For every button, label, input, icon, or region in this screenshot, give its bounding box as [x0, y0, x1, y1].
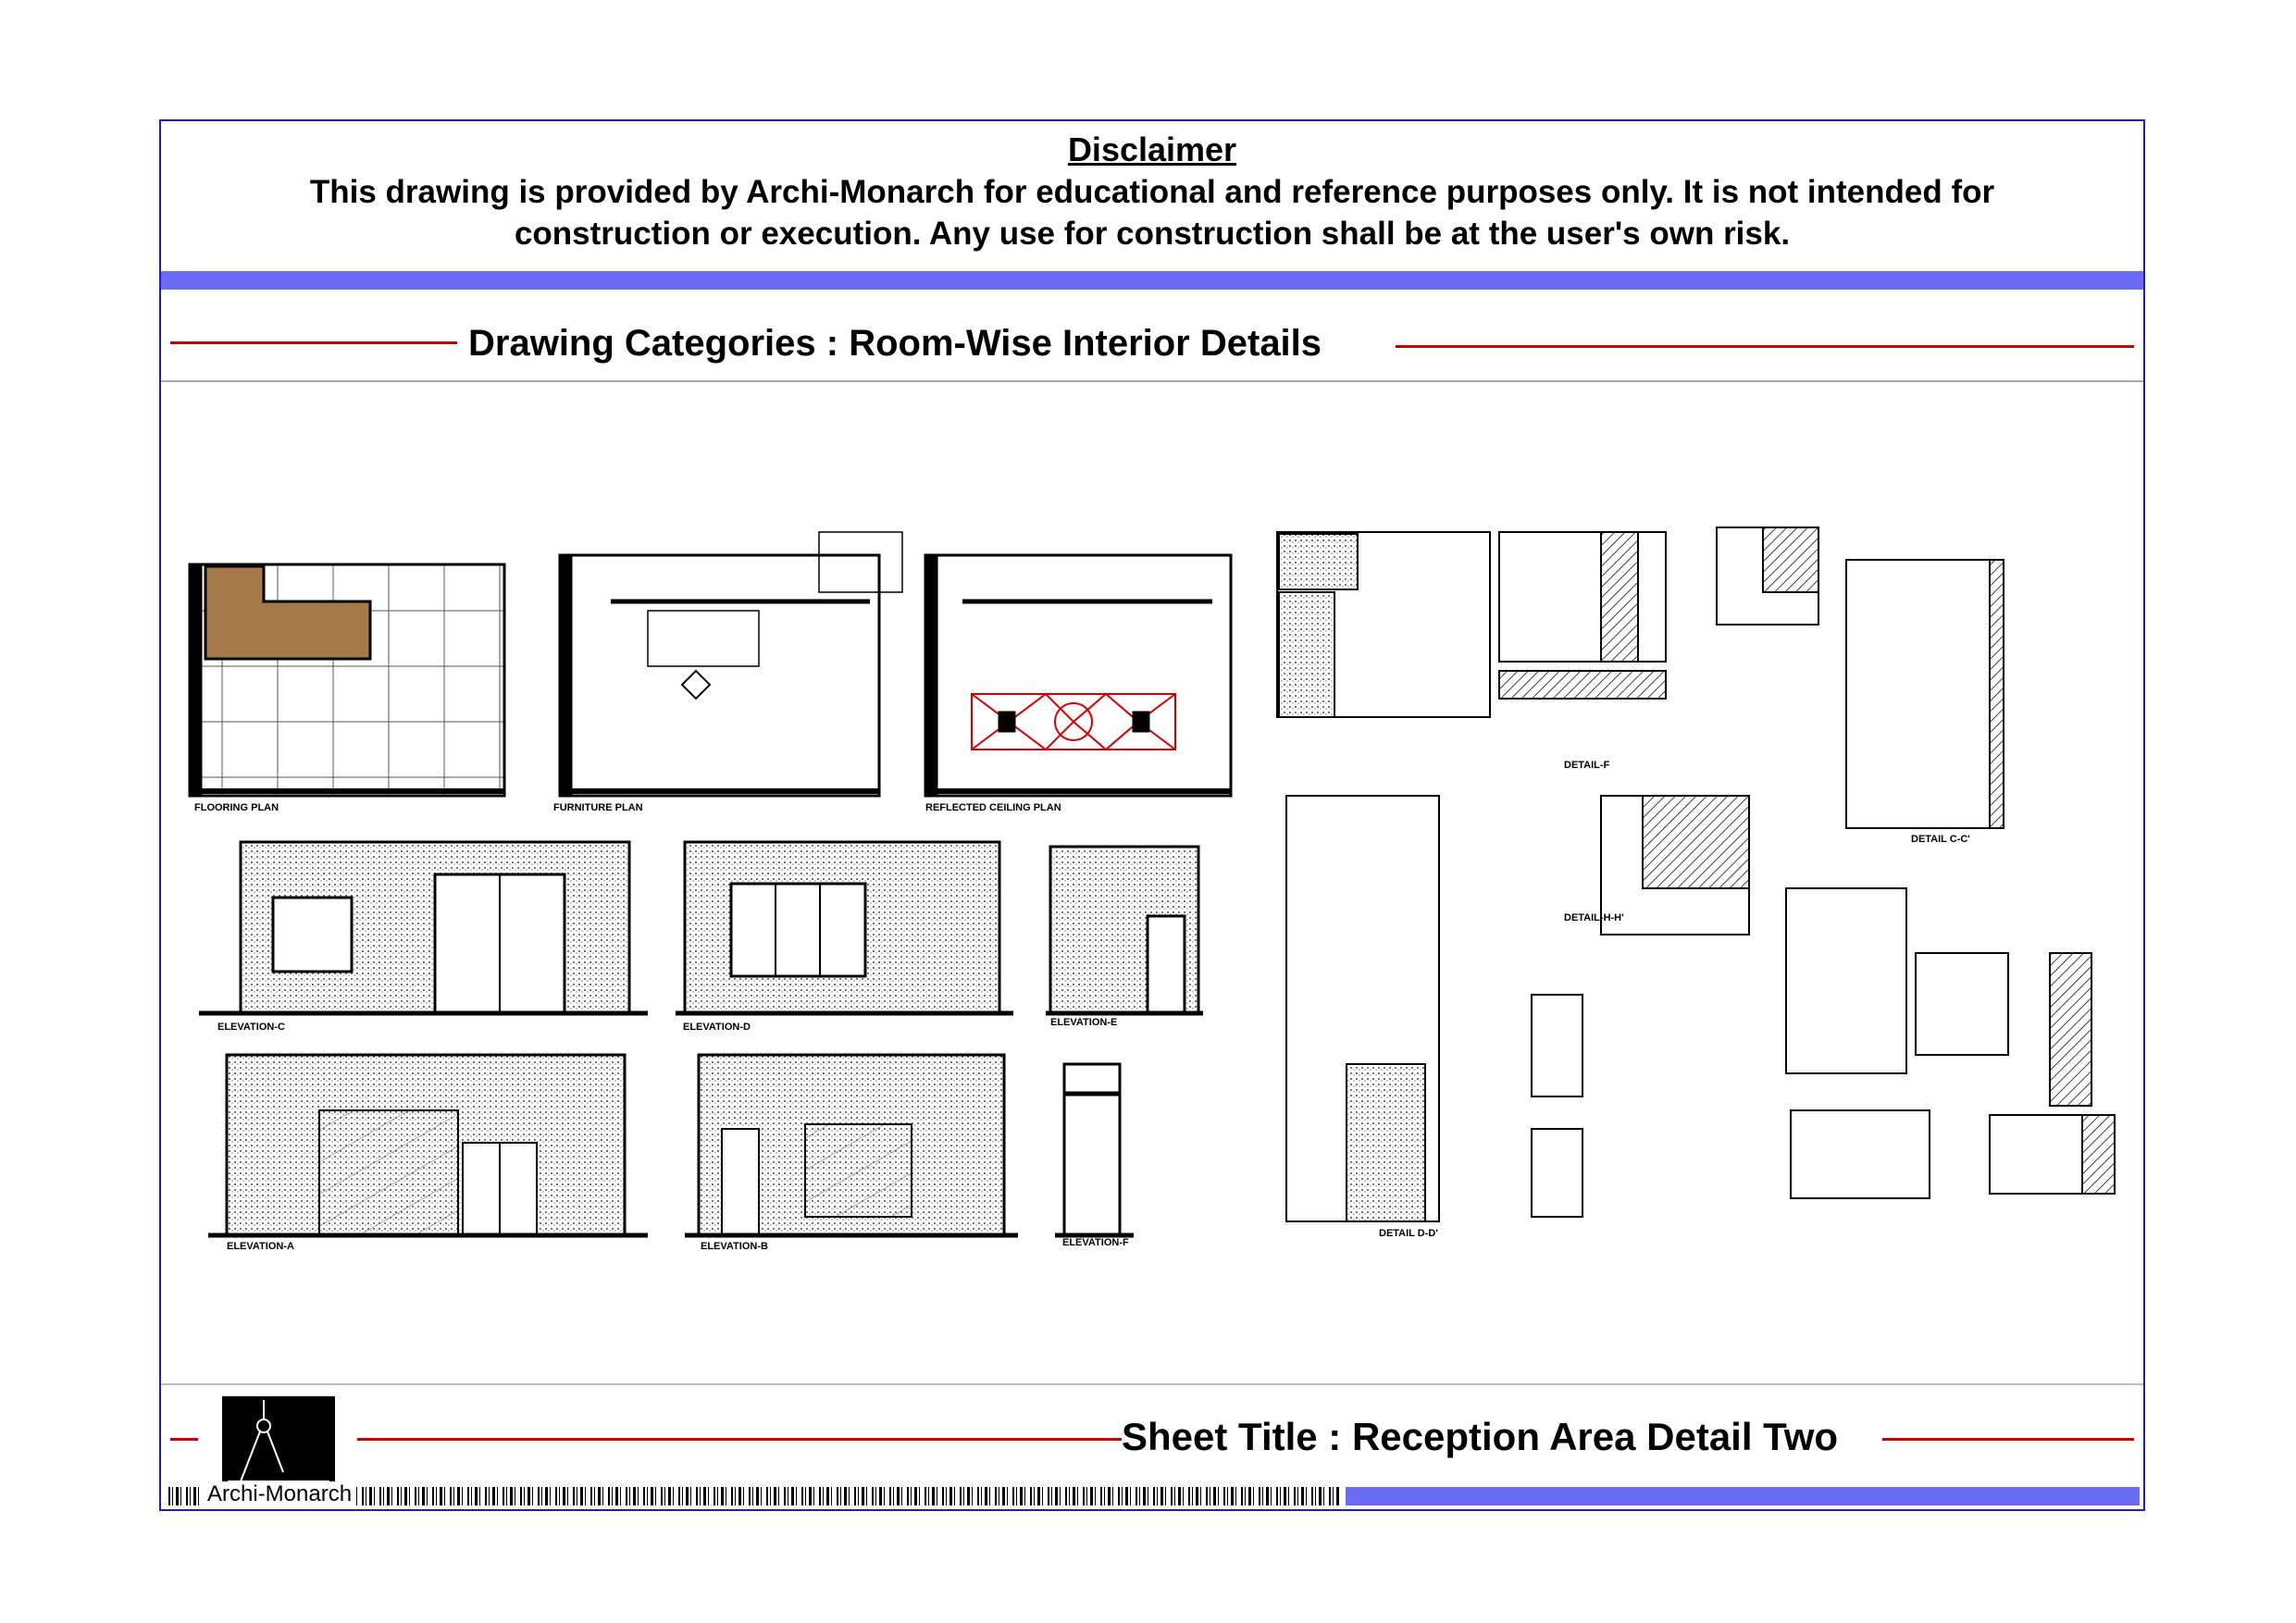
reflected-ceiling-plan-label: REFLECTED CEILING PLAN	[925, 802, 1061, 813]
barcode-strip	[168, 1487, 1340, 1505]
disclaimer-text: This drawing is provided by Archi-Monarc…	[309, 174, 1995, 252]
elevation-e-drawing	[1046, 845, 1203, 1016]
elevation-b-label: ELEVATION-B	[701, 1241, 768, 1252]
elevation-a-label: ELEVATION-A	[227, 1241, 294, 1252]
elevation-c-drawing	[199, 840, 648, 1016]
divider-line	[1396, 345, 2134, 348]
footer-separator	[161, 1383, 2143, 1385]
reflected-ceiling-plan-drawing	[924, 553, 1233, 798]
detail-ff-label: DETAIL-F	[1564, 760, 1610, 771]
footer-band	[1346, 1487, 2140, 1505]
elevation-d-label: ELEVATION-D	[683, 1022, 751, 1033]
elevation-d-drawing	[676, 840, 1013, 1016]
furniture-plan-label: FURNITURE PLAN	[553, 802, 643, 813]
divider-line	[170, 1438, 198, 1441]
detail-hh-label: DETAIL-H-H'	[1564, 912, 1624, 923]
flooring-plan-drawing	[188, 563, 506, 798]
detail-drawings	[1276, 527, 2116, 1222]
elevation-f-drawing	[1055, 1062, 1134, 1238]
brand-name: Archi-Monarch	[204, 1481, 356, 1507]
divider-line	[357, 1438, 1122, 1441]
detail-cc-label: DETAIL C-C'	[1911, 834, 1970, 845]
divider-line	[1882, 1438, 2134, 1441]
header-band	[161, 271, 2143, 290]
elevation-a-drawing	[208, 1053, 648, 1238]
drawing-sheet-frame: Disclaimer This drawing is provided by A…	[159, 119, 2145, 1511]
detail-dd-label: DETAIL D-D'	[1379, 1228, 1438, 1239]
elevation-c-label: ELEVATION-C	[217, 1022, 285, 1033]
flooring-plan-label: FLOORING PLAN	[194, 802, 279, 813]
elevation-e-label: ELEVATION-E	[1050, 1017, 1117, 1028]
elevation-b-drawing	[685, 1053, 1018, 1238]
elevation-f-label: ELEVATION-F	[1062, 1237, 1129, 1248]
divider-line	[170, 341, 457, 344]
furniture-plan-drawing	[558, 531, 903, 798]
sheet-title: Sheet Title : Reception Area Detail Two	[1122, 1415, 1839, 1458]
disclaimer-title: Disclaimer	[1067, 130, 1237, 168]
category-heading: Drawing Categories : Room-Wise Interior …	[468, 323, 1322, 364]
category-row: Drawing Categories : Room-Wise Interior …	[161, 290, 2143, 382]
